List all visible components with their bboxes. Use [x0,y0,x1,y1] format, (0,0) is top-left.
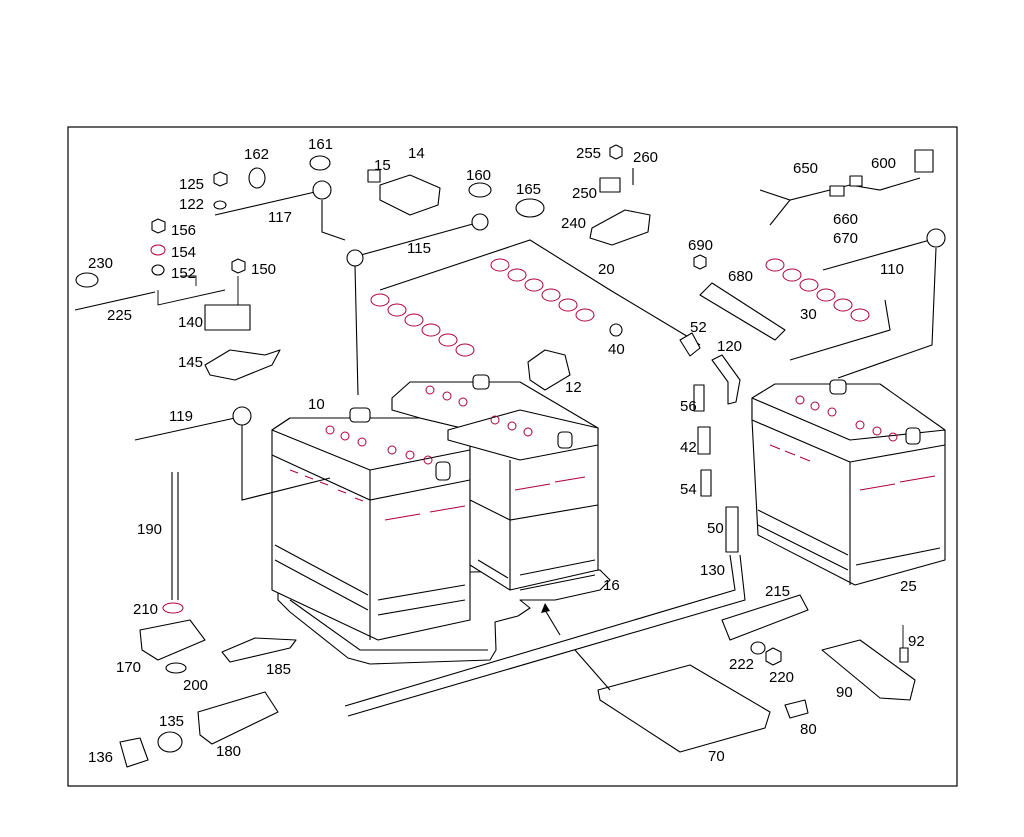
cable-110 [822,228,946,379]
leader-lines [157,275,239,306]
small-hardware-left [74,155,545,381]
label-92: 92 [908,633,925,650]
label-150: 150 [251,261,276,278]
label-156: 156 [171,222,196,239]
cable-117 [214,180,346,241]
label-90: 90 [836,684,853,701]
label-225: 225 [107,307,132,324]
label-130: 130 [700,562,725,579]
label-30: 30 [800,306,817,323]
label-240: 240 [561,215,586,232]
bracket-12 [527,349,571,391]
label-40: 40 [608,341,625,358]
label-145: 145 [178,354,203,371]
label-170: 170 [116,659,141,676]
battery-12 [391,374,599,591]
label-50: 50 [707,520,724,537]
label-10: 10 [308,396,325,413]
label-154: 154 [171,244,196,261]
label-42: 42 [680,439,697,456]
label-152: 152 [171,265,196,282]
label-135: 135 [159,713,184,730]
label-680: 680 [728,268,753,285]
label-125: 125 [179,176,204,193]
label-660: 660 [833,211,858,228]
label-120: 120 [717,338,742,355]
label-119: 119 [169,408,193,425]
label-650: 650 [793,160,818,177]
label-260: 260 [633,149,658,166]
label-690: 690 [688,237,713,254]
vent-plug-strip-30 [765,258,891,361]
vent-plug-strip-20 [370,239,701,357]
label-200: 200 [183,677,208,694]
battery-10 [271,407,471,641]
label-162: 162 [244,146,269,163]
label-117: 117 [268,209,292,226]
label-25: 25 [900,578,917,595]
label-122: 122 [179,196,204,213]
label-180: 180 [216,743,241,760]
label-110: 110 [880,261,904,278]
cable-115 [346,213,489,396]
label-140: 140 [178,314,203,331]
label-80: 80 [800,721,817,738]
label-255: 255 [576,145,601,162]
label-54: 54 [680,481,697,498]
bottom-left-hardware [119,472,297,768]
label-15: 15 [374,157,391,174]
part-labels: 10 12 14 15 16 20 25 30 40 42 50 52 54 5… [88,136,925,766]
label-222: 222 [729,656,754,673]
bottom-right-hardware [541,594,916,753]
label-52: 52 [690,319,707,336]
terminal-block-240 [589,144,651,246]
label-250: 250 [572,185,597,202]
label-20: 20 [598,261,615,278]
label-670: 670 [833,230,858,247]
label-215: 215 [765,583,790,600]
harness-650-600 [759,149,934,226]
label-56: 56 [680,398,697,415]
label-115: 115 [407,240,431,257]
label-210: 210 [133,601,158,618]
label-70: 70 [708,748,725,765]
battery-25 [751,379,946,586]
label-14: 14 [408,145,425,162]
label-165: 165 [516,181,541,198]
label-12: 12 [565,379,582,396]
label-136: 136 [88,749,113,766]
cable-119 [134,406,331,501]
label-600: 600 [871,155,896,172]
label-185: 185 [266,661,291,678]
diagram-frame [67,126,958,787]
label-160: 160 [466,167,491,184]
label-16: 16 [603,577,620,594]
label-230: 230 [88,255,113,272]
label-190: 190 [137,521,162,538]
label-220: 220 [769,669,794,686]
hose-parts [344,254,786,717]
label-161: 161 [308,136,333,153]
